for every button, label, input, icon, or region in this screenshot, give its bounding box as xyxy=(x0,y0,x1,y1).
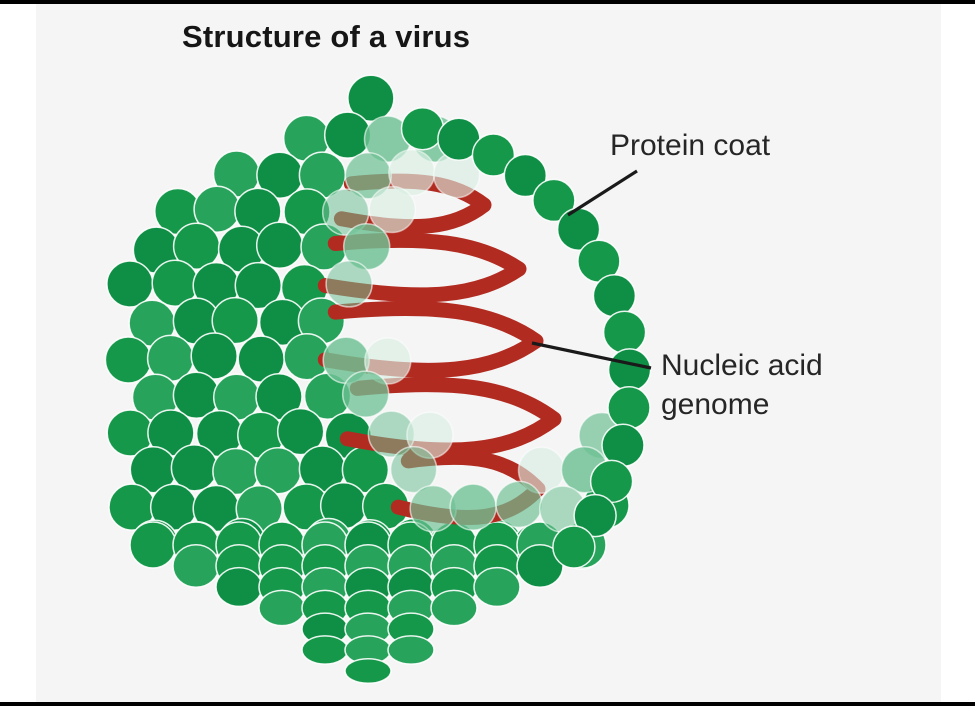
label-protein-coat-text: Protein coat xyxy=(610,129,771,162)
top-border-bar xyxy=(0,0,975,4)
diagram-title: Structure of a virus xyxy=(182,19,471,54)
cutaway-circles xyxy=(321,115,626,533)
label-nucleic-acid-genome: Nucleic acid genome xyxy=(661,346,823,424)
pointer-line-nucleic-acid xyxy=(531,341,652,370)
capsid-edge-ring xyxy=(400,106,652,569)
bottom-border-bar xyxy=(0,702,975,706)
label-nucleic-acid-line2: genome xyxy=(661,388,770,421)
label-nucleic-acid-line1: Nucleic acid xyxy=(661,349,823,382)
pointer-line-protein-coat xyxy=(567,169,638,217)
capsid-lattice xyxy=(104,74,630,685)
label-protein-coat: Protein coat xyxy=(610,126,770,165)
